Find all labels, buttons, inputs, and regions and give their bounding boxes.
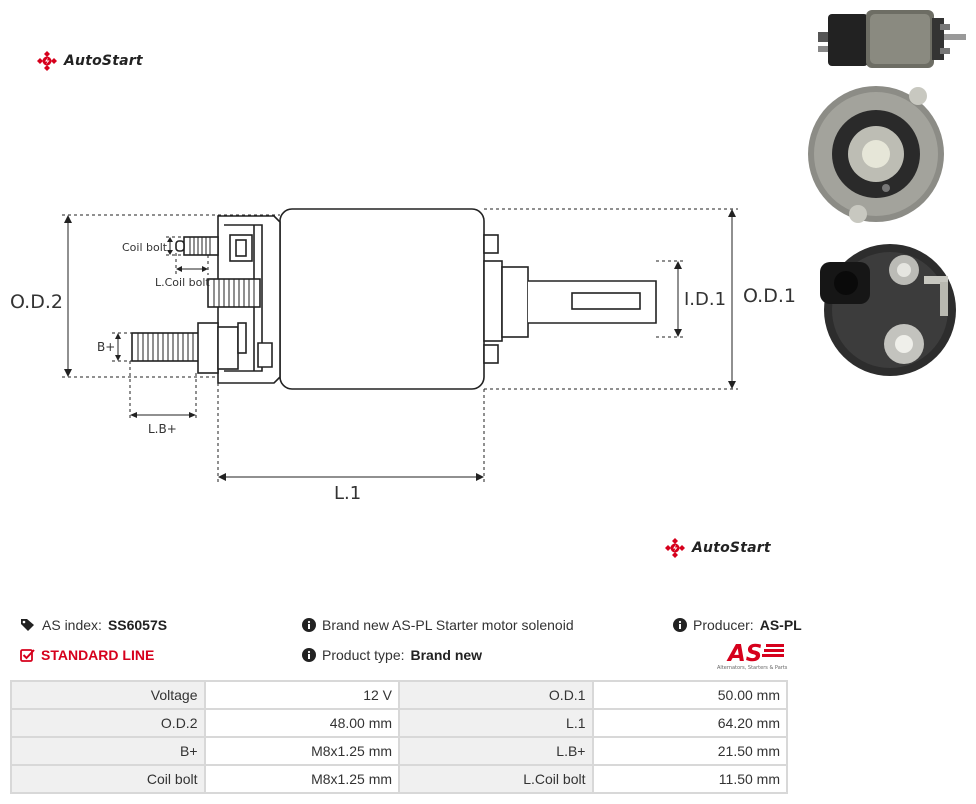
photo-front-view: [808, 86, 944, 223]
spec-label: O.D.1: [398, 680, 594, 710]
product-type-label: Product type:: [322, 647, 405, 663]
spec-value: 12 V: [203, 680, 401, 710]
spec-value: 50.00 mm: [591, 680, 788, 710]
lb-label: L.B+: [148, 422, 177, 436]
spec-value: 21.50 mm: [591, 736, 788, 766]
l-coil-bolt-label: L.Coil bolt: [155, 276, 210, 289]
table-row: Coil bolt M8x1.25 mm L.Coil bolt 11.50 m…: [10, 764, 788, 794]
spec-value: M8x1.25 mm: [203, 736, 401, 766]
solenoid-body: [279, 208, 485, 390]
svg-text:AS: AS: [726, 641, 762, 667]
as-pl-logo: AS Alternators, Starters & Parts: [717, 641, 788, 671]
producer-row: Producer: AS-PL: [673, 617, 802, 633]
autostart-logo-icon: [665, 538, 685, 558]
id1-label: I.D.1: [684, 289, 726, 310]
spec-label: B+: [10, 736, 206, 766]
l1-label: L.1: [334, 483, 361, 504]
solenoid-technical-drawing: O.D.2 O.D.1 I.D.1 L.1 L.B+ B+ Coil bolt …: [10, 208, 796, 504]
spec-label: L.B+: [398, 736, 594, 766]
autostart-logo-text: AutoStart: [692, 540, 771, 556]
table-row: B+ M8x1.25 mm L.B+ 21.50 mm: [10, 736, 788, 766]
producer-label: Producer:: [693, 617, 754, 633]
description-row: Brand new AS-PL Starter motor solenoid: [302, 617, 574, 633]
tags-icon: [21, 619, 34, 631]
product-photos: [808, 10, 966, 376]
spec-table: Voltage 12 V O.D.1 50.00 mm O.D.2 48.00 …: [10, 680, 788, 794]
spec-value: 48.00 mm: [203, 708, 401, 738]
table-row: Voltage 12 V O.D.1 50.00 mm: [10, 680, 788, 710]
info-icon: [302, 648, 316, 662]
info-icon: [673, 618, 687, 632]
spec-label: Coil bolt: [10, 764, 206, 794]
autostart-logo-middle: AutoStart: [664, 537, 771, 559]
standard-line-label: STANDARD LINE: [41, 647, 155, 663]
b-plus-terminal: [131, 332, 201, 362]
as-index-label: AS index:: [42, 617, 102, 633]
standard-line-row: STANDARD LINE: [20, 647, 154, 663]
autostart-logo-icon: [37, 51, 57, 71]
od1-label: O.D.1: [743, 285, 796, 307]
coil-bolt: [183, 236, 219, 256]
spec-label: L.1: [398, 708, 594, 738]
spec-value: 11.50 mm: [591, 764, 788, 794]
producer-value: AS-PL: [759, 617, 802, 633]
checkbox-checked-icon: [20, 649, 35, 662]
bplus-label: B+: [97, 340, 115, 354]
spec-label: Voltage: [10, 680, 206, 710]
spec-label: L.Coil bolt: [398, 764, 594, 794]
od2-label: O.D.2: [10, 291, 63, 313]
table-row: O.D.2 48.00 mm L.1 64.20 mm: [10, 708, 788, 738]
product-type-value: Brand new: [410, 647, 483, 663]
product-type-row: Product type: Brand new: [302, 647, 482, 663]
autostart-logo-top: AutoStart: [36, 50, 143, 72]
as-index-value: SS6057S: [107, 617, 168, 633]
product-description: Brand new AS-PL Starter motor solenoid: [322, 617, 574, 633]
photo-back-view: [820, 244, 956, 376]
spec-label: O.D.2: [10, 708, 206, 738]
coil-bolt-label: Coil bolt: [122, 241, 168, 254]
spec-value: M8x1.25 mm: [203, 764, 401, 794]
svg-text:Alternators, Starters & Parts: Alternators, Starters & Parts: [717, 665, 788, 671]
as-index-row: AS index: SS6057S: [20, 617, 167, 633]
spec-value: 64.20 mm: [591, 708, 788, 738]
info-icon: [302, 618, 316, 632]
photo-side-view: [818, 10, 966, 68]
autostart-logo-text: AutoStart: [64, 53, 143, 69]
